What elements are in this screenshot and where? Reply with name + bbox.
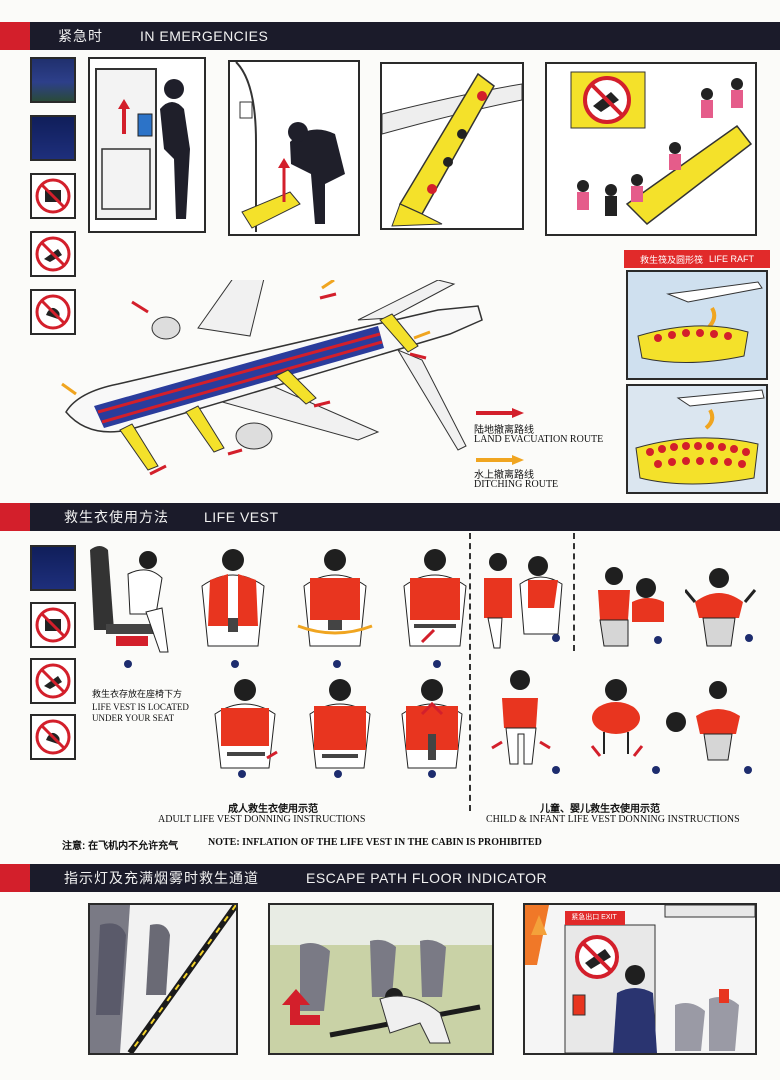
section-red-tab [0, 503, 30, 531]
child-vest-step-1 [476, 548, 568, 652]
night-scene-icon [30, 545, 76, 591]
no-smoking-icon [30, 714, 76, 760]
life-raft-label-en: LIFE RAFT [709, 254, 755, 264]
child-vest-step-3 [683, 564, 757, 648]
exit-door-illustration [523, 903, 757, 1055]
adult-instructions-cn: 成人救生衣使用示范 [228, 804, 318, 815]
door-opening-illustration [88, 57, 206, 233]
infant-vest-step-2 [660, 676, 752, 762]
section-title-en: IN EMERGENCIES [140, 28, 269, 44]
life-raft-water-illustration [626, 270, 768, 380]
adult-vest-step-6 [392, 678, 472, 770]
step-marker [744, 766, 752, 774]
step-marker [334, 770, 342, 778]
exit-sign-label: 紧急出口 EXIT [571, 914, 617, 921]
child-vest-step-2 [592, 562, 672, 648]
no-smoking-icon [30, 289, 76, 335]
aircraft-evacuation-diagram [58, 259, 488, 480]
inflation-note-cn: 注意: 在飞机内不允许充气 [62, 841, 179, 852]
ditching-route-label-cn: 水上撤离路线 [474, 470, 534, 481]
section-title-cn: 救生衣使用方法 [64, 509, 169, 525]
step-marker [745, 634, 753, 642]
section-title-cn: 紧急时 [58, 28, 103, 44]
night-scene-icon [30, 115, 76, 161]
slide-bar-illustration [228, 60, 360, 236]
land-route-label-cn: 陆地撤离路线 [474, 425, 534, 436]
adult-vest-step-5 [300, 678, 380, 770]
life-raft-label: 救生筏及圆形筏 LIFE RAFT [624, 250, 770, 268]
section-header-escape-path: 指示灯及充满烟雾时救生通道 ESCAPE PATH FLOOR INDICATO… [0, 864, 780, 892]
adult-vest-step-4 [205, 678, 285, 770]
dashed-separator [573, 533, 575, 651]
section-header-emergencies: 紧急时 IN EMERGENCIES [0, 22, 780, 50]
section-red-tab [0, 864, 30, 892]
step-marker [652, 766, 660, 774]
adult-vest-step-3 [394, 546, 476, 650]
adult-instructions-en: ADULT LIFE VEST DONNING INSTRUCTIONS [158, 814, 366, 825]
step-marker [654, 636, 662, 644]
vest-under-seat-illustration [86, 540, 186, 660]
section-title-en: LIFE VEST [204, 509, 279, 525]
step-marker [124, 660, 132, 668]
smoke-crawl-illustration [268, 903, 494, 1055]
no-baggage-icon [30, 173, 76, 219]
step-marker [552, 766, 560, 774]
ditching-route-arrow [476, 452, 524, 465]
ditching-route-label-en: DITCHING ROUTE [474, 479, 559, 490]
child-instructions-cn: 儿童、婴儿救生衣使用示范 [540, 804, 660, 815]
floor-indicator-aisle-illustration [88, 903, 238, 1055]
section-header-life-vest: 救生衣使用方法 LIFE VEST [0, 503, 780, 531]
life-raft-label-cn: 救生筏及圆形筏 [639, 254, 703, 265]
section-title-en: ESCAPE PATH FLOOR INDICATOR [306, 870, 548, 886]
night-scene-icon [30, 57, 76, 103]
adult-vest-step-2 [294, 546, 376, 650]
section-red-tab [0, 22, 30, 50]
step-marker [552, 634, 560, 642]
vest-location-cn: 救生衣存放在座椅下方 [92, 689, 183, 699]
step-marker [231, 660, 239, 668]
no-high-heels-icon [30, 658, 76, 704]
slide-jump-illustration [545, 62, 757, 236]
child-instructions-en: CHILD & INFANT LIFE VEST DONNING INSTRUC… [486, 814, 740, 825]
step-marker [428, 770, 436, 778]
section-title-cn: 指示灯及充满烟雾时救生通道 [64, 870, 259, 886]
child-vest-step-4 [490, 668, 552, 768]
step-marker [238, 770, 246, 778]
adult-vest-step-1 [192, 546, 274, 650]
infant-vest-step-1 [584, 676, 650, 762]
land-route-label-en: LAND EVACUATION ROUTE [474, 434, 604, 445]
step-marker [333, 660, 341, 668]
vest-location-en-line2: UNDER YOUR SEAT [92, 713, 175, 723]
land-route-arrow [476, 405, 524, 418]
slide-evacuation-illustration [380, 62, 524, 230]
inflation-note-en: NOTE: INFLATION OF THE LIFE VEST IN THE … [208, 837, 542, 848]
dashed-separator [469, 533, 471, 811]
vest-location-en-line1: LIFE VEST IS LOCATED [92, 702, 189, 712]
no-high-heels-icon [30, 231, 76, 277]
no-baggage-icon [30, 602, 76, 648]
step-marker [433, 660, 441, 668]
life-raft-boarding-illustration [626, 384, 768, 494]
